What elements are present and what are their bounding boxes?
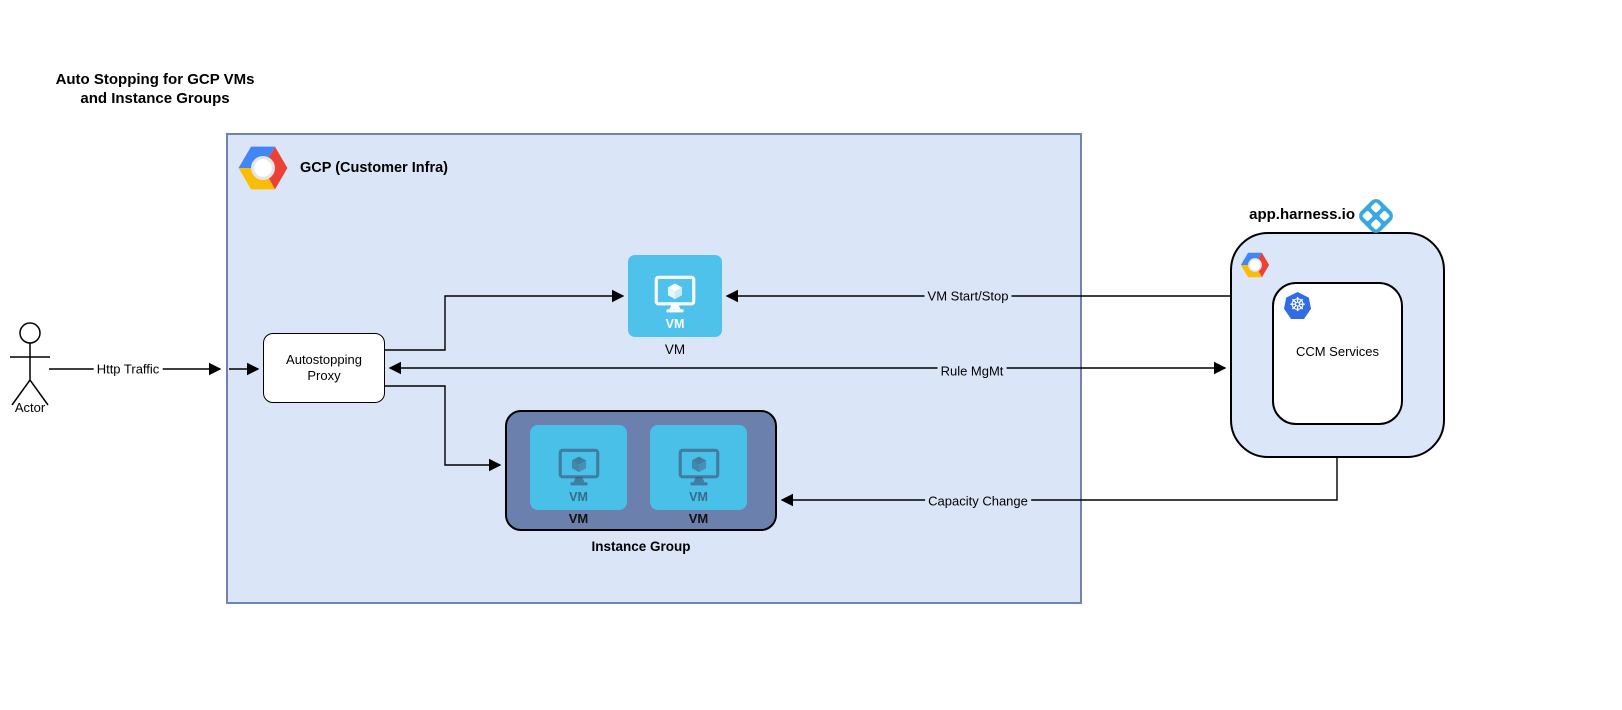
instance-group-vm-2-inner-label: VM — [689, 490, 708, 504]
vm-monitor-icon — [558, 448, 599, 486]
diagram-title-line1: Auto Stopping for GCP VMs — [55, 71, 255, 88]
instance-group-vm-2: VM — [650, 425, 747, 510]
gcp-logo-small-icon — [1240, 252, 1270, 278]
instance-group-vm-1-label: VM — [568, 511, 589, 526]
gcp-container-label: GCP (Customer Infra) — [300, 160, 448, 176]
edge-label-http-traffic: Http Traffic — [93, 361, 163, 377]
ccm-services-label: CCM Services — [1295, 344, 1380, 359]
vm-monitor-icon — [654, 275, 696, 313]
autostopping-proxy-node: Autostopping Proxy — [263, 333, 385, 403]
instance-group-vm-2-label: VM — [688, 511, 709, 526]
edge-label-vm-start-stop: VM Start/Stop — [924, 288, 1012, 304]
harness-domain-label: app.harness.io — [1249, 206, 1355, 223]
actor-icon — [10, 322, 50, 406]
kubernetes-icon: ☸ — [1284, 292, 1311, 319]
instance-group-label: Instance Group — [591, 539, 691, 554]
vm-monitor-icon — [678, 448, 719, 486]
instance-group-vm-1: VM — [530, 425, 627, 510]
diagram-title-line2: and Instance Groups — [80, 90, 230, 107]
actor-label: Actor — [14, 400, 46, 415]
autostopping-proxy-label: Autostopping Proxy — [286, 352, 362, 383]
vm-node: VM — [628, 255, 722, 337]
ccm-services-node: ☸ CCM Services — [1272, 282, 1403, 425]
instance-group-node: VM VM VM VM — [505, 410, 777, 531]
vm-node-inner-label: VM — [665, 317, 685, 331]
vm-node-label: VM — [664, 342, 686, 357]
instance-group-vm-1-inner-label: VM — [569, 490, 588, 504]
diagram-title: Auto Stopping for GCP VMs and Instance G… — [44, 70, 266, 108]
gcp-logo-icon — [238, 146, 288, 190]
edge-label-capacity-change: Capacity Change — [925, 493, 1031, 509]
harness-logo-icon — [1356, 196, 1396, 236]
edge-label-rule-mgmt: Rule MgMt — [937, 363, 1007, 379]
